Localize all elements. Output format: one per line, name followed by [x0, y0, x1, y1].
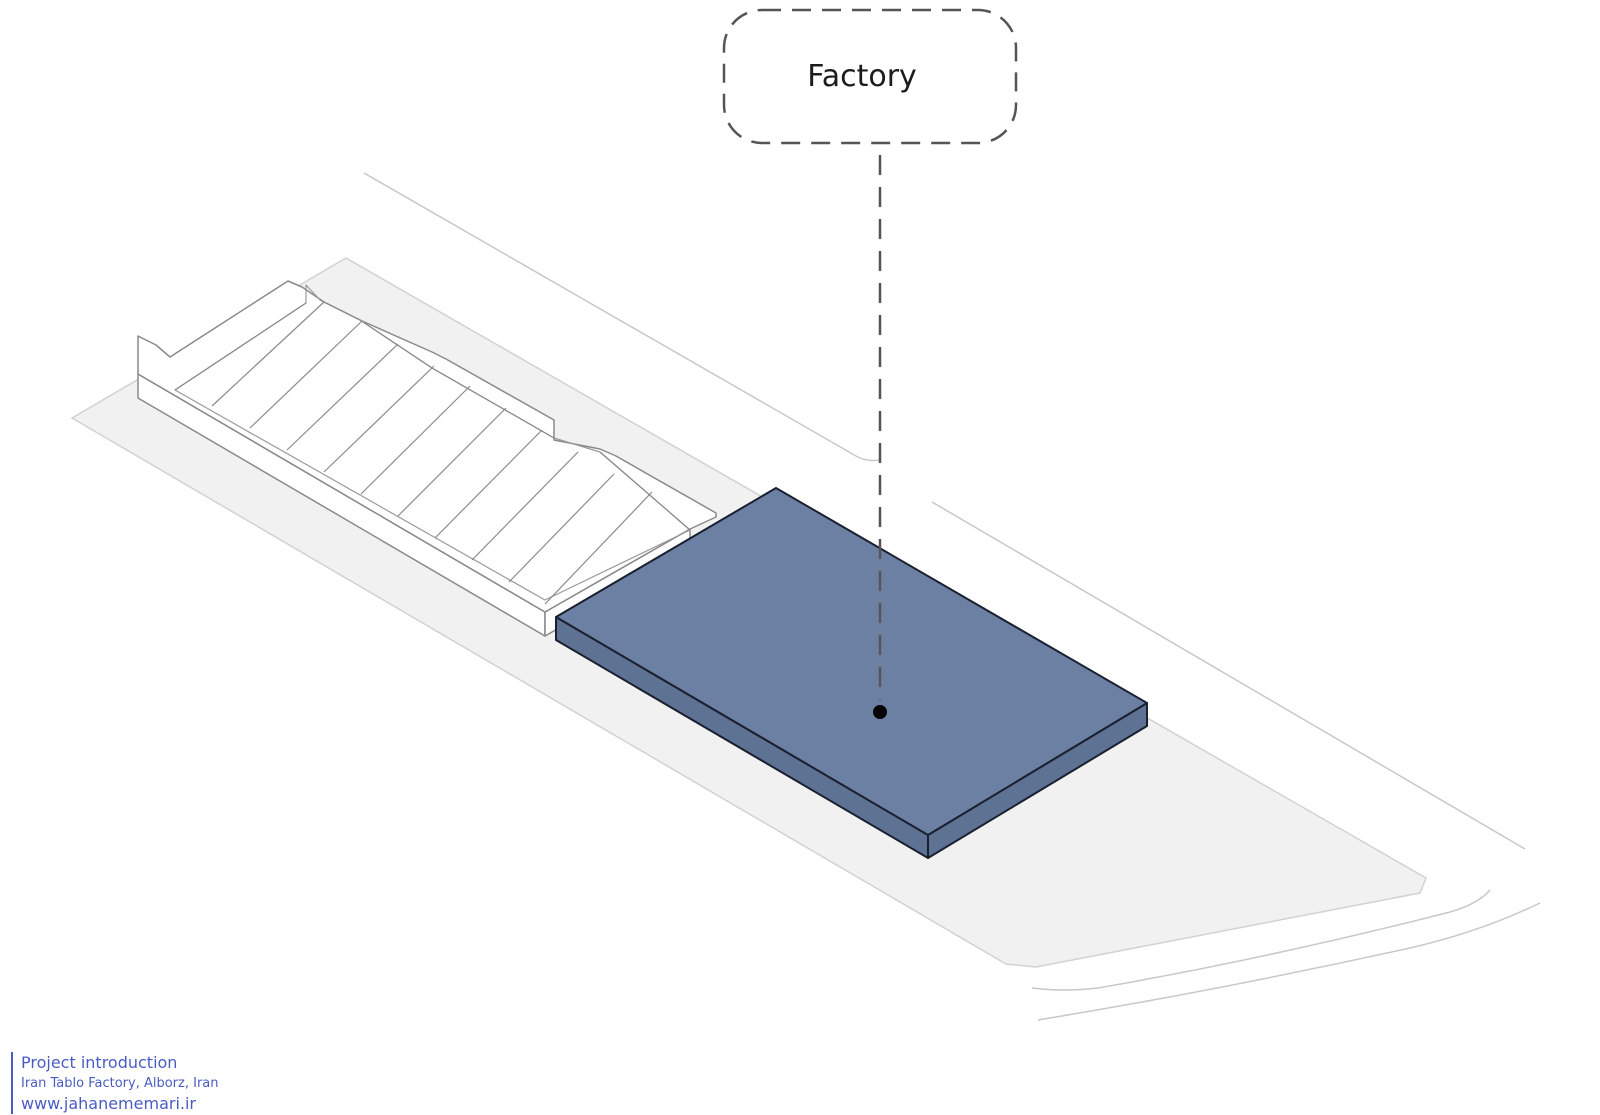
road-curve-lower: [1031, 889, 1491, 991]
existing-building-ridge: [174, 299, 691, 531]
footer-credits: Project introduction Iran Tablo Factory,…: [11, 1052, 219, 1114]
footer-website: www.jahanememari.ir: [21, 1094, 197, 1113]
existing-building-roof: [137, 280, 717, 613]
factory-roof: [555, 487, 1148, 836]
footer-subtitle: Iran Tablo Factory, Alborz, Iran: [21, 1076, 219, 1091]
callout-pointer-dot-icon: [873, 705, 887, 719]
existing-building-roof-ribs: [211, 301, 653, 605]
footer-title: Project introduction: [21, 1053, 178, 1072]
road-edge-upper: [363, 172, 881, 462]
callout-label: Factory: [807, 59, 917, 94]
callout-box: [722, 8, 1018, 145]
factory-callout: Factory: [722, 8, 1018, 719]
road-curve-outer: [1037, 902, 1541, 1021]
road-edge-right: [931, 501, 1526, 850]
factory-block[interactable]: [555, 487, 1148, 859]
road-lines: [363, 172, 1541, 1021]
existing-building: [137, 280, 717, 637]
